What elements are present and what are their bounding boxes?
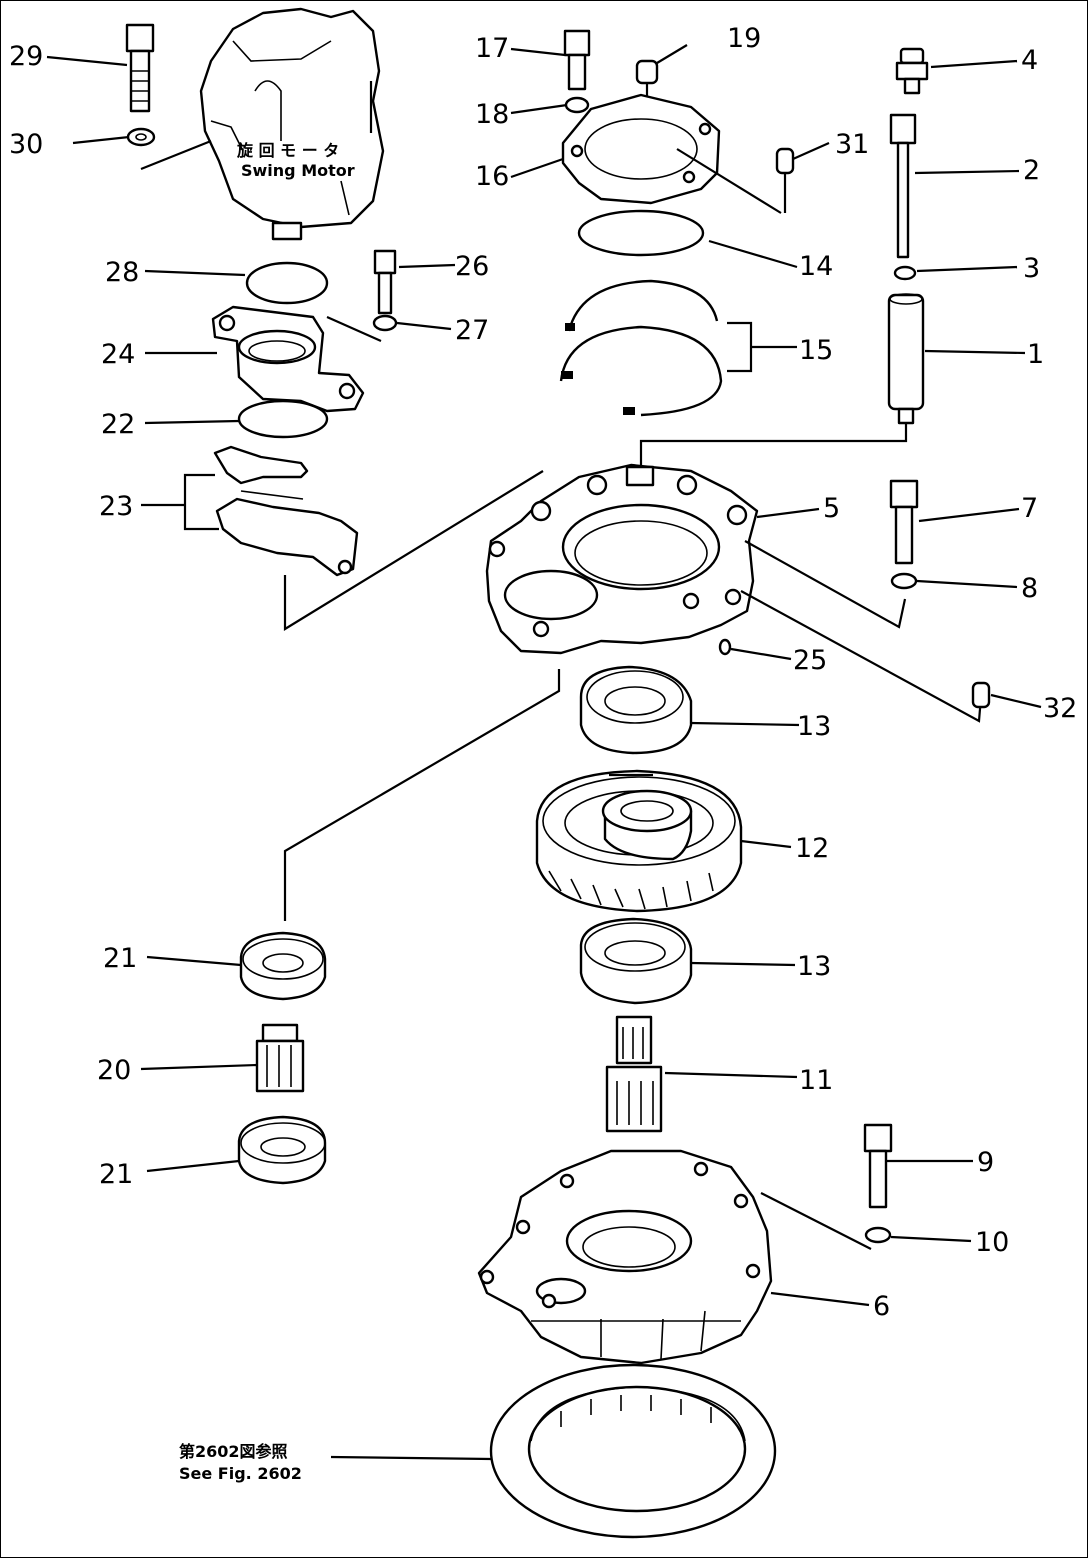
label-20: 20 [97, 1055, 131, 1086]
reference-leader [330, 1455, 492, 1461]
label-29: 29 [9, 41, 43, 72]
part-4-breather [895, 47, 929, 95]
part-13-bearing-upper [579, 665, 693, 755]
part-2-pipe [889, 113, 917, 259]
part-number-labels: 29 30 28 26 27 24 22 23 17 19 18 16 31 1… [9, 23, 1077, 1322]
part-7-bolt [889, 479, 919, 565]
label-25: 25 [793, 645, 827, 676]
label-23: 23 [99, 491, 133, 522]
part-1-tube [887, 293, 925, 425]
part-30-washer [126, 127, 156, 147]
part-16-cover [561, 93, 721, 205]
part-17-bolt [563, 29, 591, 91]
label-1: 1 [1027, 339, 1044, 370]
part-12-gear [535, 769, 743, 913]
label-28: 28 [105, 257, 139, 288]
label-15: 15 [799, 335, 833, 366]
part-22-oring [237, 399, 329, 439]
label-12: 12 [795, 833, 829, 864]
part-21-bearing-lower [237, 1115, 327, 1185]
part-23-shims [213, 445, 359, 577]
swing-motor: 旋 回 モ ー タ Swing Motor [199, 7, 385, 241]
part-14-oring [577, 209, 705, 257]
leader-lines [46, 44, 1042, 1307]
label-22: 22 [101, 409, 135, 440]
part-13-bearing-lower [579, 917, 693, 1005]
part-20-pinion [255, 1023, 305, 1093]
label-14: 14 [799, 251, 833, 282]
label-32: 32 [1043, 693, 1077, 724]
label-21-upper: 21 [103, 943, 137, 974]
label-2: 2 [1023, 155, 1040, 186]
label-4: 4 [1021, 45, 1038, 76]
label-11: 11 [799, 1065, 833, 1096]
part-6-case [477, 1149, 773, 1365]
label-7: 7 [1021, 493, 1038, 524]
part-19-plug [635, 59, 659, 85]
motor-label-en: Swing Motor [241, 161, 355, 180]
part-15-rings [559, 279, 723, 417]
label-9: 9 [977, 1147, 994, 1178]
reference-note-jp: 第2602図参照 [179, 1442, 288, 1461]
label-8: 8 [1021, 573, 1038, 604]
part-9-bolt [863, 1123, 893, 1209]
part-3-ring [893, 265, 917, 281]
part-21-bearing-upper [239, 931, 327, 1001]
part-27-washer [372, 314, 398, 332]
label-26: 26 [455, 251, 489, 282]
part-5-housing [485, 463, 759, 655]
label-3: 3 [1023, 253, 1040, 284]
part-18-washer [564, 96, 590, 114]
label-6: 6 [873, 1291, 890, 1322]
label-5: 5 [823, 493, 840, 524]
part-24-housing [211, 305, 365, 413]
label-19: 19 [727, 23, 761, 54]
label-13-lower: 13 [797, 951, 831, 982]
part-28-oring [245, 261, 329, 305]
label-13-upper: 13 [797, 711, 831, 742]
reference-note-en: See Fig. 2602 [179, 1464, 302, 1483]
label-18: 18 [475, 99, 509, 130]
label-31: 31 [835, 129, 869, 160]
part-29-bolt [125, 23, 155, 113]
part-8-washer [890, 572, 918, 590]
part-10-washer [864, 1226, 892, 1244]
label-24: 24 [101, 339, 135, 370]
ring-gear [489, 1363, 777, 1539]
label-30: 30 [9, 129, 43, 160]
label-27: 27 [455, 315, 489, 346]
label-21-lower: 21 [99, 1159, 133, 1190]
label-10: 10 [975, 1227, 1009, 1258]
motor-label-jp: 旋 回 モ ー タ [236, 141, 339, 160]
label-17: 17 [475, 33, 509, 64]
part-31-plug [775, 147, 795, 175]
part-26-bolt [373, 249, 397, 315]
part-11-shaft [605, 1015, 663, 1133]
part-32-plug [971, 681, 991, 709]
part-25-pin [718, 638, 732, 656]
label-16: 16 [475, 161, 509, 192]
